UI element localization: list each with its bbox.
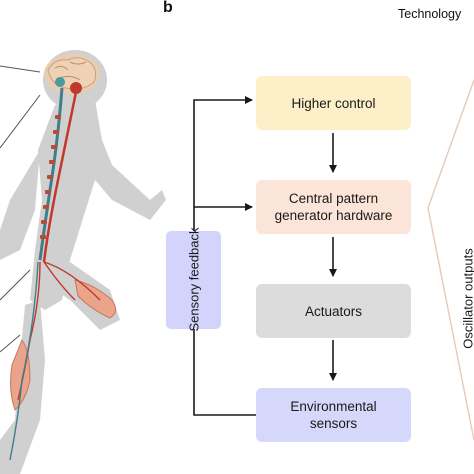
actuators-label: Actuators <box>304 303 363 319</box>
vertebrae <box>40 115 61 239</box>
thigh-muscle <box>74 279 116 319</box>
pointer-line-middle <box>0 269 31 301</box>
brain-icon <box>44 54 100 94</box>
motor-pathway <box>42 91 78 263</box>
env-label-line1: Environmental <box>290 399 377 414</box>
cpg-label-line1: Central pattern <box>288 191 379 206</box>
oscillator-bracket <box>427 79 474 441</box>
pointer-line-top <box>0 65 41 73</box>
cpg-hardware-box: Central pattern generator hardware <box>256 180 411 234</box>
calf-muscle <box>10 339 31 411</box>
oscillator-outputs-label: Oscillator outputs <box>460 248 474 349</box>
higher-control-box: Higher control <box>256 76 411 130</box>
environmental-sensors-box: Environmental sensors <box>256 388 411 442</box>
env-label-line2: sensors <box>309 416 358 431</box>
pointer-line-upper <box>0 94 41 149</box>
technology-label: Technology <box>398 7 462 21</box>
peripheral-nerves <box>9 261 101 461</box>
pointer-line-lower <box>0 334 21 353</box>
actuators-box: Actuators <box>256 284 411 338</box>
sensory-feedback-box <box>166 231 221 329</box>
higher-control-label: Higher control <box>291 95 376 111</box>
panel-label-b: b <box>163 0 173 16</box>
cpg-label-line2: generator hardware <box>274 208 393 223</box>
sensory-feedback-label: Sensory feedback <box>186 227 202 332</box>
